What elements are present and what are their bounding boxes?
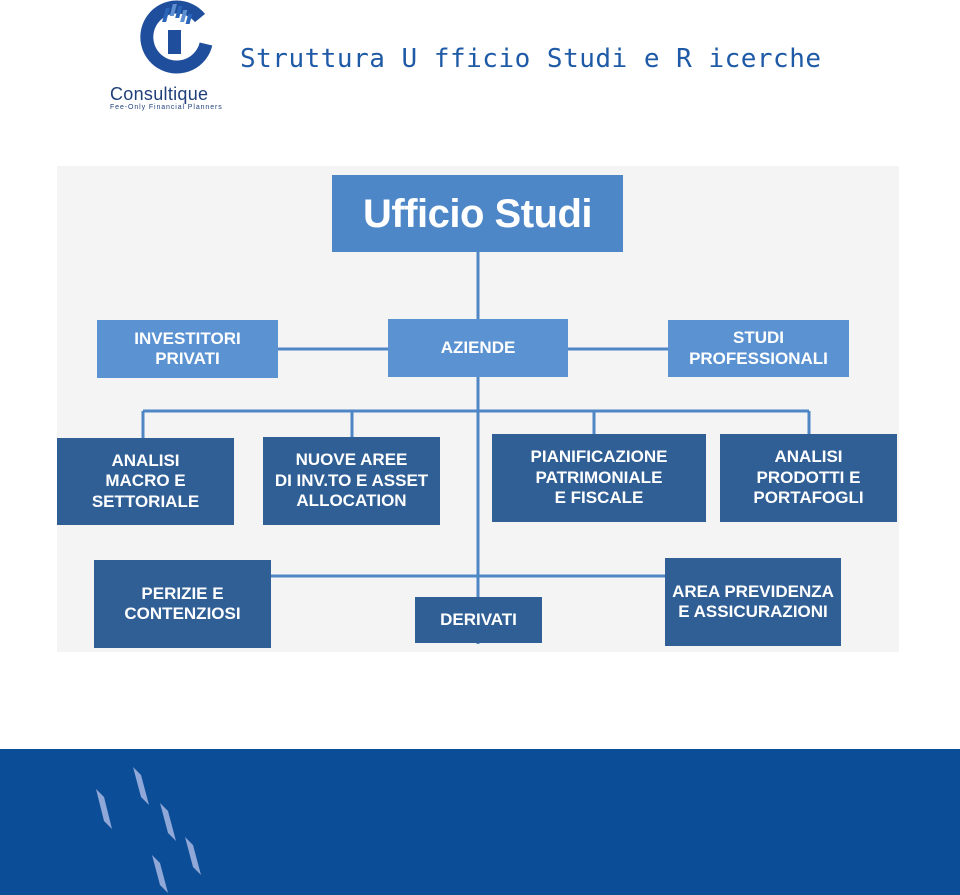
slide-title: Struttura U fficio Studi e R icerche [240,44,822,74]
aziende-box: AZIENDE [388,319,568,377]
nuove-aree-investimento-box: NUOVE AREE DI INV.TO E ASSET ALLOCATION [263,437,440,525]
consultique-logo-icon [140,0,213,74]
analisi-macro-settoriale-box: ANALISI MACRO E SETTORIALE [57,438,234,525]
area-previdenza-assicurazioni-box: AREA PREVIDENZA E ASSICURAZIONI [665,558,841,646]
brand-tagline: Fee-Only Financial Planners [110,104,223,111]
perizie-contenziosi-box: PERIZIE E CONTENZIOSI [94,560,271,648]
studi-professionali-box: STUDI PROFESSIONALI [668,320,849,377]
brand-name: Consultique [110,84,209,104]
company-logo: Consultique Fee-Only Financial Planners [100,0,240,118]
decorative-stripes-icon [96,767,201,893]
derivati-box: DERIVATI [415,597,542,643]
ufficio-studi-box: Ufficio Studi [332,175,623,252]
org-chart: Ufficio Studi INVESTITORI PRIVATI AZIEND… [57,166,899,652]
footer-band [0,749,960,895]
analisi-prodotti-portafogli-box: ANALISI PRODOTTI E PORTAFOGLI [720,434,897,522]
pianificazione-patrimoniale-box: PIANIFICAZIONE PATRIMONIALE E FISCALE [492,434,706,522]
investitori-privati-box: INVESTITORI PRIVATI [97,320,278,378]
